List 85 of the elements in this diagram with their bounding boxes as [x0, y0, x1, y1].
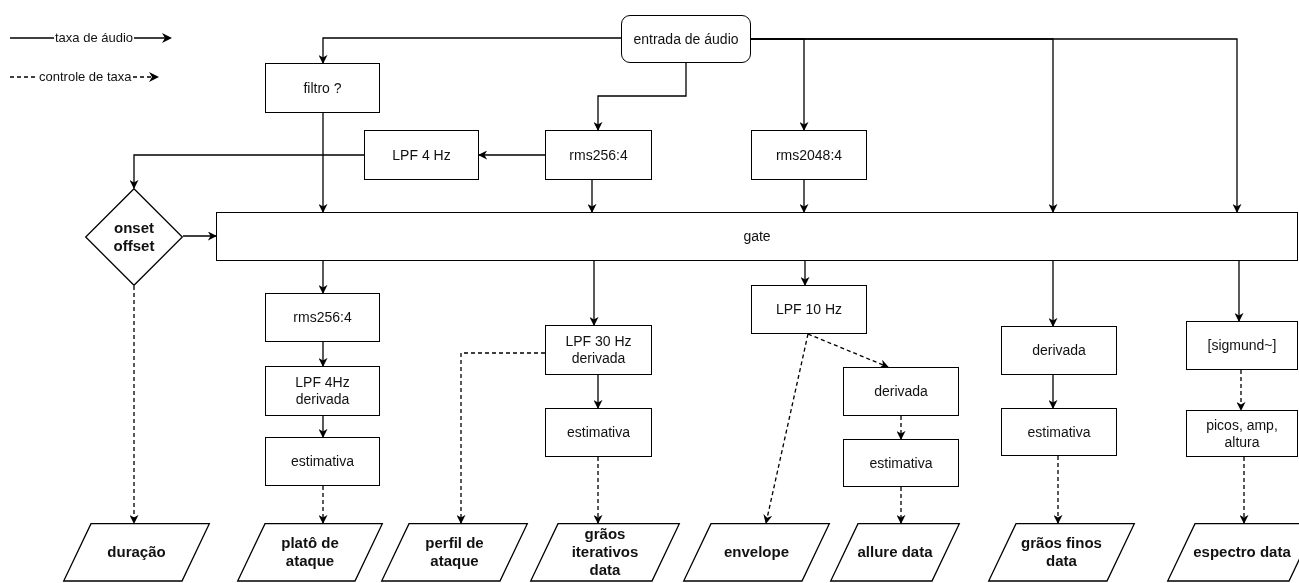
node-label: grãos finos data: [1020, 534, 1103, 570]
output-parallelogram: [530, 523, 680, 581]
node-label: gate: [743, 228, 771, 245]
output-parallelogram: [63, 523, 210, 581]
node-label: LPF 4 Hz: [392, 146, 451, 164]
process-box: [751, 285, 867, 334]
node-label: estimativa: [291, 453, 354, 470]
process-box: [265, 437, 380, 486]
arrow: [799, 179, 809, 213]
arrow: [478, 150, 546, 160]
node-label: grãos iterativos data: [570, 525, 640, 579]
arrow: [129, 154, 365, 189]
node-label: rms2048:4: [775, 146, 843, 164]
arrow: [589, 260, 599, 326]
node-label: filtro ?: [303, 79, 342, 97]
dashed-arrow: [593, 456, 603, 524]
process-box: [1001, 408, 1117, 456]
process-box: [265, 293, 380, 342]
node-label: estimativa: [869, 454, 933, 472]
arrow: [750, 38, 1242, 213]
legend-label: taxa de áudio: [54, 30, 135, 45]
node-label: platô de ataque: [280, 534, 340, 570]
decision-diamond: [85, 188, 183, 286]
arrow: [1048, 260, 1058, 327]
arrow: [182, 231, 217, 241]
node-label: derivada: [874, 383, 928, 400]
output-parallelogram: [830, 523, 960, 581]
arrow: [1048, 374, 1058, 409]
legend-label: controle de taxa: [38, 69, 133, 84]
arrow: [800, 260, 810, 286]
arrow: [593, 62, 687, 131]
node-label: picos, amp, altura: [1205, 416, 1279, 451]
node-label: [sigmund~]: [1207, 337, 1277, 354]
node-label: perfil de ataque: [424, 534, 485, 570]
arrow: [593, 374, 603, 409]
process-box: [1186, 321, 1298, 370]
output-parallelogram: [237, 523, 383, 581]
arrow: [1234, 260, 1244, 322]
input-box: [621, 15, 751, 63]
node-label: estimativa: [567, 424, 630, 441]
process-box: [545, 325, 652, 375]
arrow: [318, 341, 328, 367]
process-box: [364, 130, 479, 180]
process-box: [751, 130, 867, 180]
node-label: duração: [107, 543, 166, 561]
node-label: rms256:4: [569, 146, 628, 164]
dashed-arrow: [1239, 456, 1249, 524]
arrow: [318, 260, 328, 294]
dashed-arrow: [129, 285, 139, 524]
process-box: [843, 439, 959, 487]
node-label: LPF 4Hz derivada: [294, 374, 351, 408]
node-label: estimativa: [1027, 423, 1091, 441]
output-parallelogram: [381, 523, 528, 581]
arrow: [587, 179, 597, 213]
dashed-arrow: [1053, 455, 1063, 524]
node-label: rms256:4: [293, 309, 352, 326]
node-label: onset offset: [112, 219, 156, 255]
node-label: espectro data: [1193, 543, 1291, 561]
dashed-arrow: [763, 333, 809, 524]
process-box: [216, 212, 1298, 261]
output-parallelogram: [988, 523, 1135, 581]
node-label: derivada: [1032, 342, 1086, 359]
node-label: allure data: [857, 543, 933, 561]
output-parallelogram: [1167, 523, 1299, 581]
node-label: LPF 10 Hz: [775, 301, 843, 318]
arrow: [318, 112, 328, 213]
process-box: [545, 130, 652, 180]
dashed-arrow: [896, 415, 906, 440]
node-label: entrada de áudio: [633, 30, 739, 48]
dashed-arrow: [318, 485, 328, 524]
arrow: [318, 415, 328, 438]
dashed-arrow: [456, 352, 546, 524]
process-box: [265, 63, 380, 113]
process-box: [545, 408, 652, 457]
dashed-arrow: [1236, 369, 1246, 411]
dashed-arrow: [807, 333, 889, 369]
node-label: envelope: [724, 543, 789, 561]
process-box: [265, 366, 380, 416]
output-parallelogram: [683, 523, 830, 581]
process-box: [1186, 410, 1298, 457]
node-label: LPF 30 Hz derivada: [564, 333, 633, 367]
process-box: [1001, 326, 1117, 375]
arrow: [318, 37, 622, 64]
process-box: [843, 367, 959, 416]
dashed-arrow: [896, 486, 906, 524]
